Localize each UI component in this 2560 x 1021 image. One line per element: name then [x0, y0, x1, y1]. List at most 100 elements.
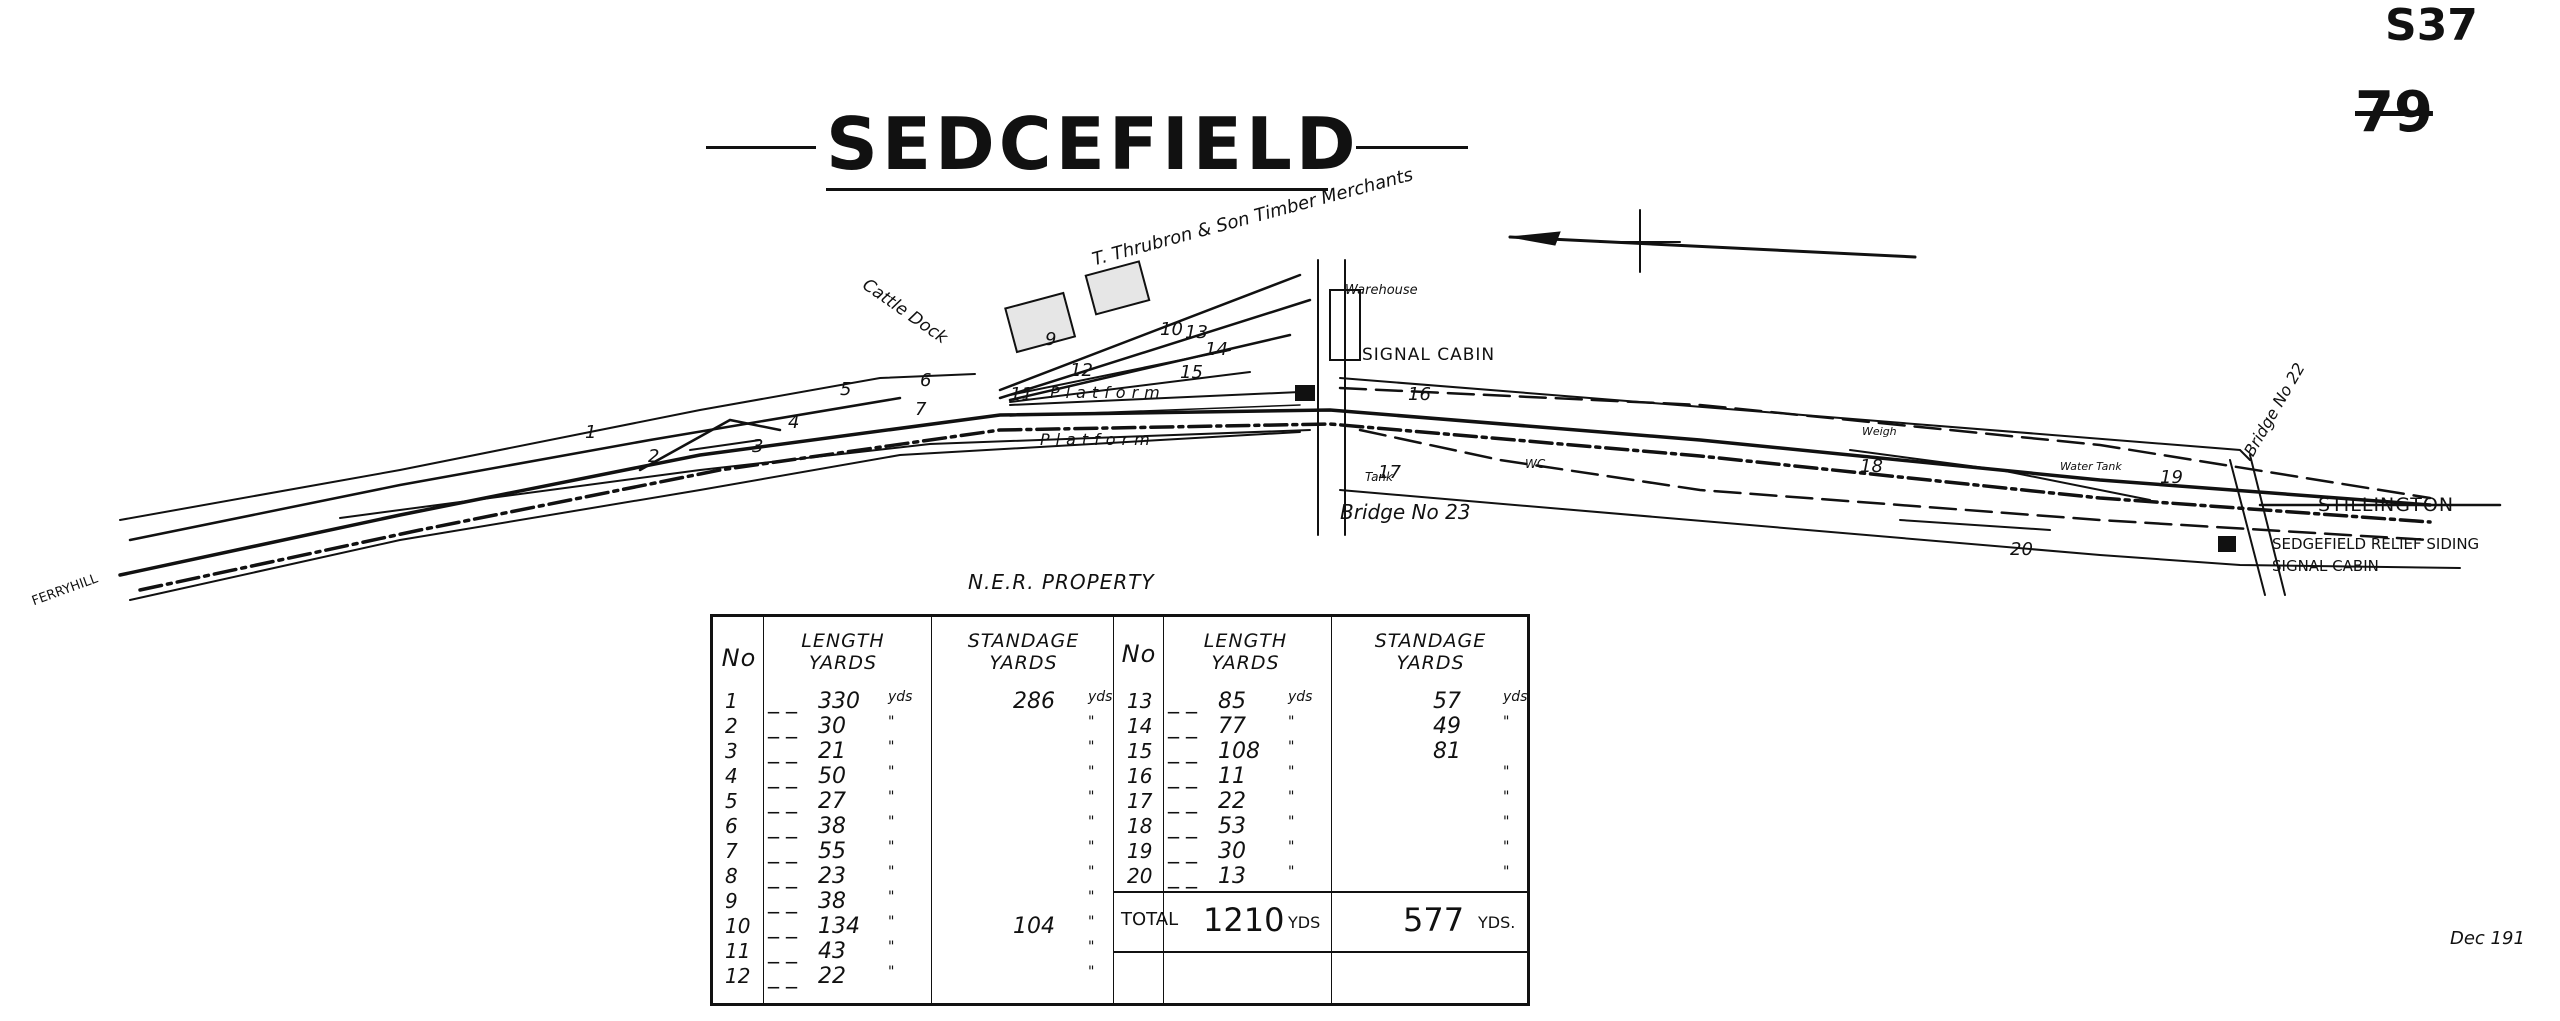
- row-length: 22: [1218, 789, 1246, 814]
- row-standage: 49: [1433, 714, 1461, 739]
- total-length-unit: YDS: [1288, 913, 1321, 932]
- main-line-down: [138, 422, 2432, 592]
- north-arrow: [1508, 235, 1917, 259]
- siding-number-15: 15: [1180, 362, 1203, 383]
- row-leader: _ _: [768, 964, 797, 989]
- signal-cabin-icon: [1295, 385, 1315, 401]
- row-length: 21: [818, 739, 846, 764]
- row-standage-unit: ": [1088, 864, 1095, 880]
- row-length: 85: [1218, 689, 1246, 714]
- row-length-unit: yds: [1288, 689, 1313, 705]
- row-no: 14: [1127, 714, 1153, 738]
- header-no-left: No: [721, 644, 757, 672]
- row-length-unit: ": [1288, 814, 1295, 830]
- total-standage: 577: [1403, 901, 1465, 939]
- row-length: 13: [1218, 864, 1246, 889]
- row-length: 55: [818, 839, 846, 864]
- row-length: 77: [1218, 714, 1246, 739]
- row-standage-unit: ": [1088, 764, 1095, 780]
- row-length-unit: ": [888, 864, 895, 880]
- water-tank-label: Water Tank: [2060, 460, 2122, 473]
- relief-cabin-label-1: SEDGEFIELD RELIEF SIDING: [2272, 535, 2480, 553]
- row-leader: _ _: [768, 739, 797, 764]
- row-length: 38: [818, 889, 846, 914]
- row-leader: _ _: [1168, 789, 1197, 814]
- tank-label: Tank: [1365, 470, 1393, 484]
- row-length-unit: ": [888, 839, 895, 855]
- row-no: 18: [1127, 814, 1153, 838]
- siding-number-19: 19: [2160, 467, 2183, 488]
- row-no: 16: [1127, 764, 1153, 788]
- wc-label: WC: [1525, 457, 1546, 471]
- row-standage-unit: yds: [1088, 689, 1113, 705]
- row-leader: _ _: [1168, 814, 1197, 839]
- row-length: 43: [818, 939, 846, 964]
- siding-9: [998, 273, 1302, 392]
- row-leader: _ _: [768, 689, 797, 714]
- row-length: 50: [818, 764, 846, 789]
- bridge-22: [2229, 454, 2286, 596]
- row-length: 11: [1218, 764, 1246, 789]
- crossover-2-4: [638, 418, 782, 472]
- siding-number-17: 17: [1378, 462, 1401, 483]
- row-length: 38: [818, 814, 846, 839]
- signal-cabin-label: SIGNAL CABIN: [1362, 345, 1496, 365]
- siding-number-16: 16: [1408, 384, 1431, 405]
- sheet-date: Dec 191: [2450, 928, 2525, 949]
- row-standage-unit: ": [1088, 739, 1095, 755]
- siding-number-9: 9: [1045, 329, 1056, 350]
- upper-boundary: [119, 373, 976, 521]
- row-standage-unit: ": [1503, 789, 1510, 805]
- siding-number-3: 3: [752, 436, 763, 457]
- siding-number-12: 12: [1070, 360, 1093, 381]
- row-no: 3: [725, 739, 738, 763]
- siding-number-2: 2: [648, 446, 659, 467]
- platform-upper-label: Platform: [1050, 383, 1166, 402]
- row-length-unit: ": [888, 789, 895, 805]
- header-length-right: LENGTH YARDS: [1203, 630, 1288, 674]
- row-standage-unit: yds: [1503, 689, 1528, 705]
- lower-boundary: [129, 431, 1301, 601]
- row-leader: _ _: [768, 714, 797, 739]
- row-standage-unit: ": [1503, 714, 1510, 730]
- bridge-23: [1317, 259, 1346, 536]
- sheet-number: S37: [2385, 0, 2478, 51]
- siding-16: [1338, 386, 2432, 500]
- siding-number-20: 20: [2010, 539, 2033, 560]
- siding-number-18: 18: [1860, 456, 1883, 477]
- warehouse-building: [1329, 289, 1361, 361]
- siding-number-1: 1: [585, 422, 596, 443]
- row-length-unit: ": [888, 889, 895, 905]
- row-no: 20: [1127, 864, 1153, 888]
- row-length-unit: ": [1288, 764, 1295, 780]
- row-no: 9: [725, 889, 738, 913]
- row-no: 12: [725, 964, 751, 988]
- row-standage-unit: ": [1503, 839, 1510, 855]
- siding-18: [1849, 449, 2151, 501]
- row-standage-unit: ": [1503, 764, 1510, 780]
- row-standage: 81: [1433, 739, 1461, 764]
- row-length: 330: [818, 689, 860, 714]
- row-standage-unit: ": [1088, 964, 1095, 980]
- row-leader: _ _: [768, 914, 797, 939]
- page-title: SEDCEFIELD: [826, 102, 1360, 186]
- ner-property-label: N.E.R. PROPERTY: [968, 570, 1155, 594]
- row-leader: _ _: [768, 939, 797, 964]
- siding-20: [1899, 519, 2051, 531]
- row-no: 13: [1127, 689, 1153, 713]
- row-leader: _ _: [768, 864, 797, 889]
- row-length: 134: [818, 914, 860, 939]
- row-no: 17: [1127, 789, 1153, 813]
- siding-17: [1358, 428, 2432, 542]
- row-length-unit: ": [1288, 839, 1295, 855]
- siding-1: [128, 396, 902, 542]
- siding-number-7: 7: [915, 399, 927, 420]
- row-length-unit: ": [888, 764, 895, 780]
- row-no: 7: [725, 839, 738, 863]
- row-no: 10: [725, 914, 751, 938]
- row-length: 108: [1218, 739, 1260, 764]
- relief-signal-cabin-icon: [2218, 536, 2236, 552]
- siding-number-11: 11: [1010, 384, 1033, 405]
- right-upper-boundary: [1339, 377, 2251, 461]
